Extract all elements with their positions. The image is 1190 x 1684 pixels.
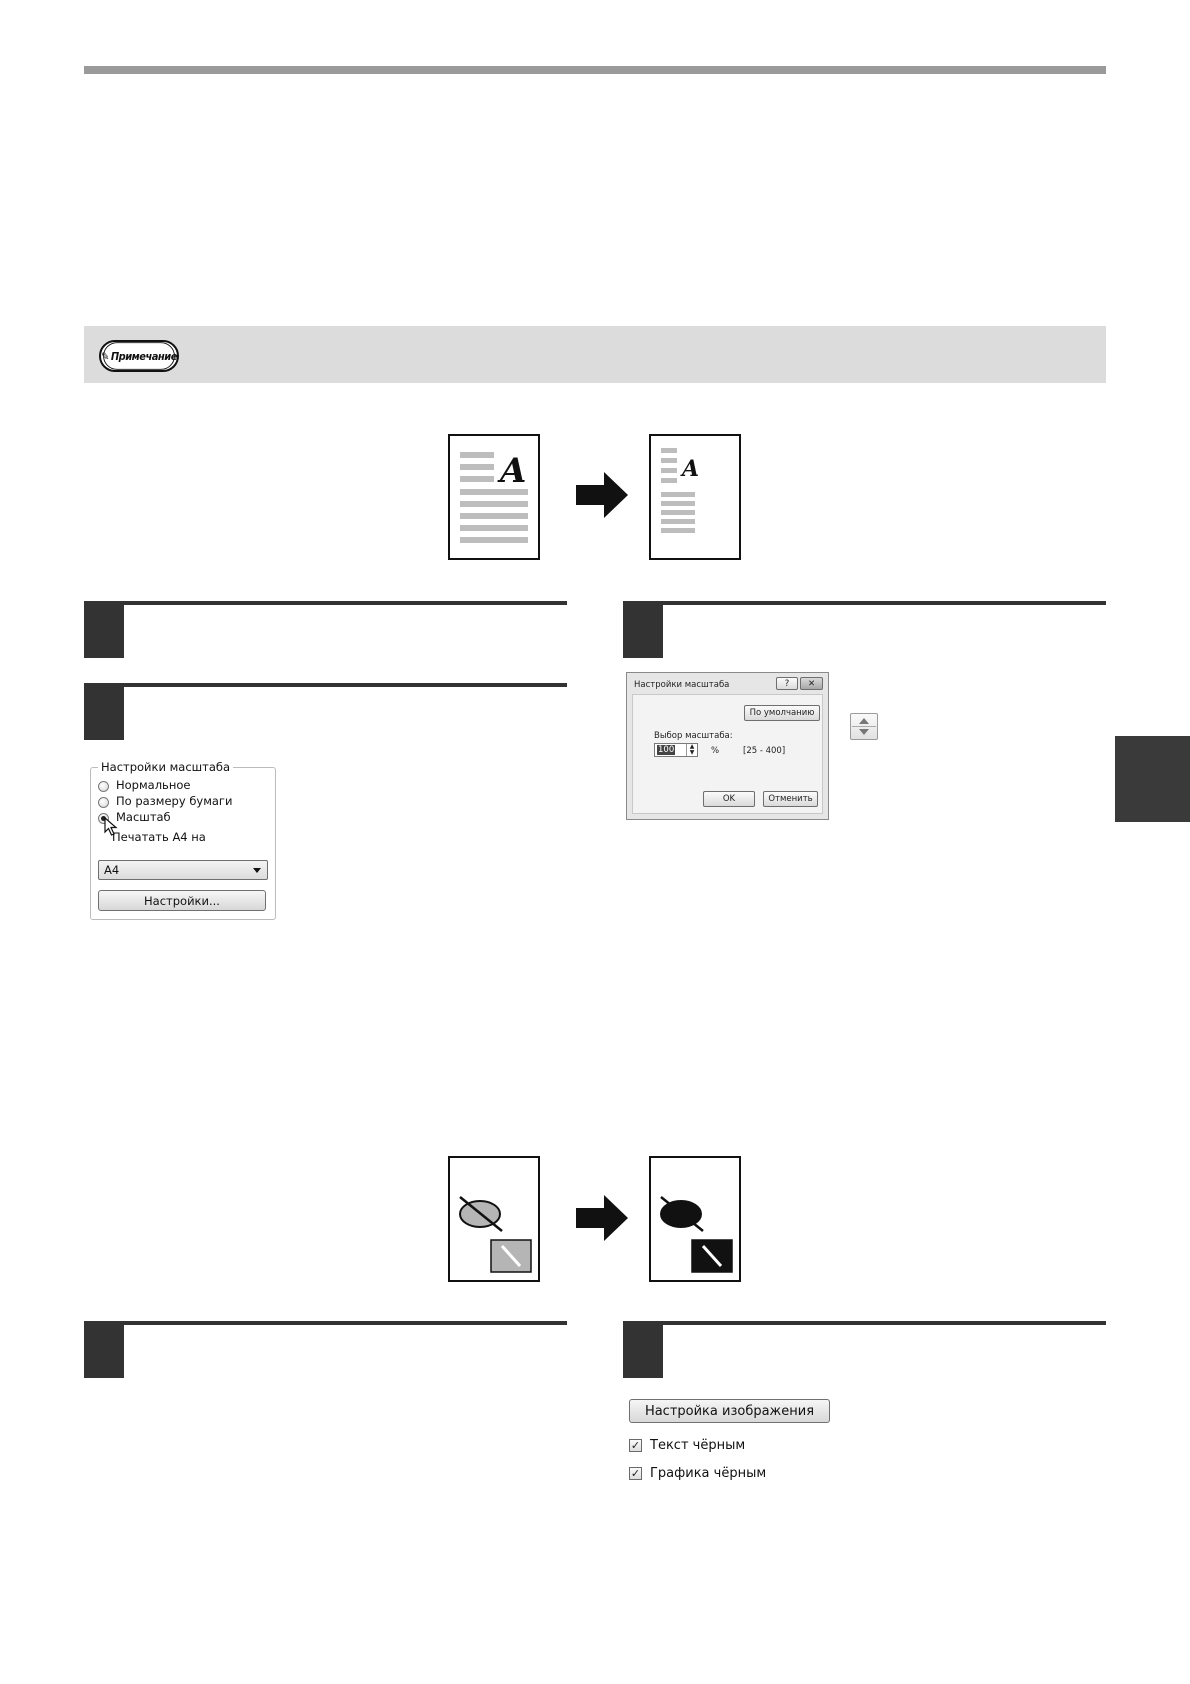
mouse-pointer-icon [104,817,118,836]
color-graphic-page-illustration [448,1156,540,1282]
zoom-value-input[interactable]: 100 ▲▼ [654,743,698,757]
header-rule [84,66,1106,74]
image-settings-button[interactable]: Настройка изображения [629,1399,830,1423]
step-4-marker [84,1321,124,1378]
step-1-marker [84,601,124,658]
chapter-side-tab [1115,736,1190,822]
scaled-page-content: A [661,448,699,533]
radio-fit-to-paper-label: По размеру бумаги [116,794,233,808]
svg-text:A: A [497,451,526,491]
scale-settings-button[interactable]: Настройки... [98,890,266,911]
text-black-checkbox[interactable]: ✓ [629,1439,642,1452]
paper-size-select[interactable]: A4 [98,860,268,880]
original-page-content: A [460,451,528,543]
scaled-page-illustration: A [649,434,741,560]
note-bar [84,326,1106,383]
radio-zoom[interactable] [98,813,109,824]
black-graphic-page-illustration [649,1156,741,1282]
svg-text:A: A [680,456,699,482]
text-black-label: Текст чёрным [650,1438,746,1453]
spinner-arrows-icon [850,713,878,740]
original-page-illustration: A [448,434,540,560]
black-graphic-content [660,1196,733,1273]
zoom-unit: % [711,746,720,756]
zoom-dialog-title: Настройки масштаба [634,680,730,690]
arrow-right-icon [576,1195,628,1241]
ok-button[interactable]: OK [703,791,755,807]
dialog-close-button[interactable]: ✕ [800,677,823,690]
note-badge: ✎ Примечание [99,340,179,372]
step-3-rule [623,601,1106,605]
graphics-black-label: Графика чёрным [650,1466,767,1481]
step-3-marker [623,601,663,658]
dialog-help-button[interactable]: ? [776,677,798,690]
zoom-label: Выбор масштаба: [654,731,733,741]
zoom-spinner-icon[interactable]: ▲▼ [686,744,697,756]
scale-settings-legend: Настройки масштаба [98,760,234,774]
cancel-button[interactable]: Отменить [763,791,818,807]
step-5-rule [623,1321,1106,1325]
step-2-rule [84,683,567,687]
default-button[interactable]: По умолчанию [744,705,820,721]
step-2-marker [84,683,124,740]
radio-normal-label: Нормальное [116,778,191,792]
radio-normal[interactable] [98,781,109,792]
step-5-marker [623,1321,663,1378]
arrow-right-icon [576,472,628,518]
color-graphic-content [459,1196,532,1273]
graphics-black-checkbox[interactable]: ✓ [629,1467,642,1480]
chevron-down-icon [253,868,261,873]
zoom-value-text: 100 [657,745,676,755]
step-4-rule [84,1321,567,1325]
radio-fit-to-paper[interactable] [98,797,109,808]
note-label: Примечание [110,349,178,363]
print-on-label: Печатать А4 на [112,830,206,844]
pencil-icon: ✎ [101,349,109,363]
step-1-rule [84,601,567,605]
zoom-range: [25 - 400] [743,746,786,756]
paper-size-value: A4 [104,863,120,877]
radio-zoom-label: Масштаб [116,810,171,824]
